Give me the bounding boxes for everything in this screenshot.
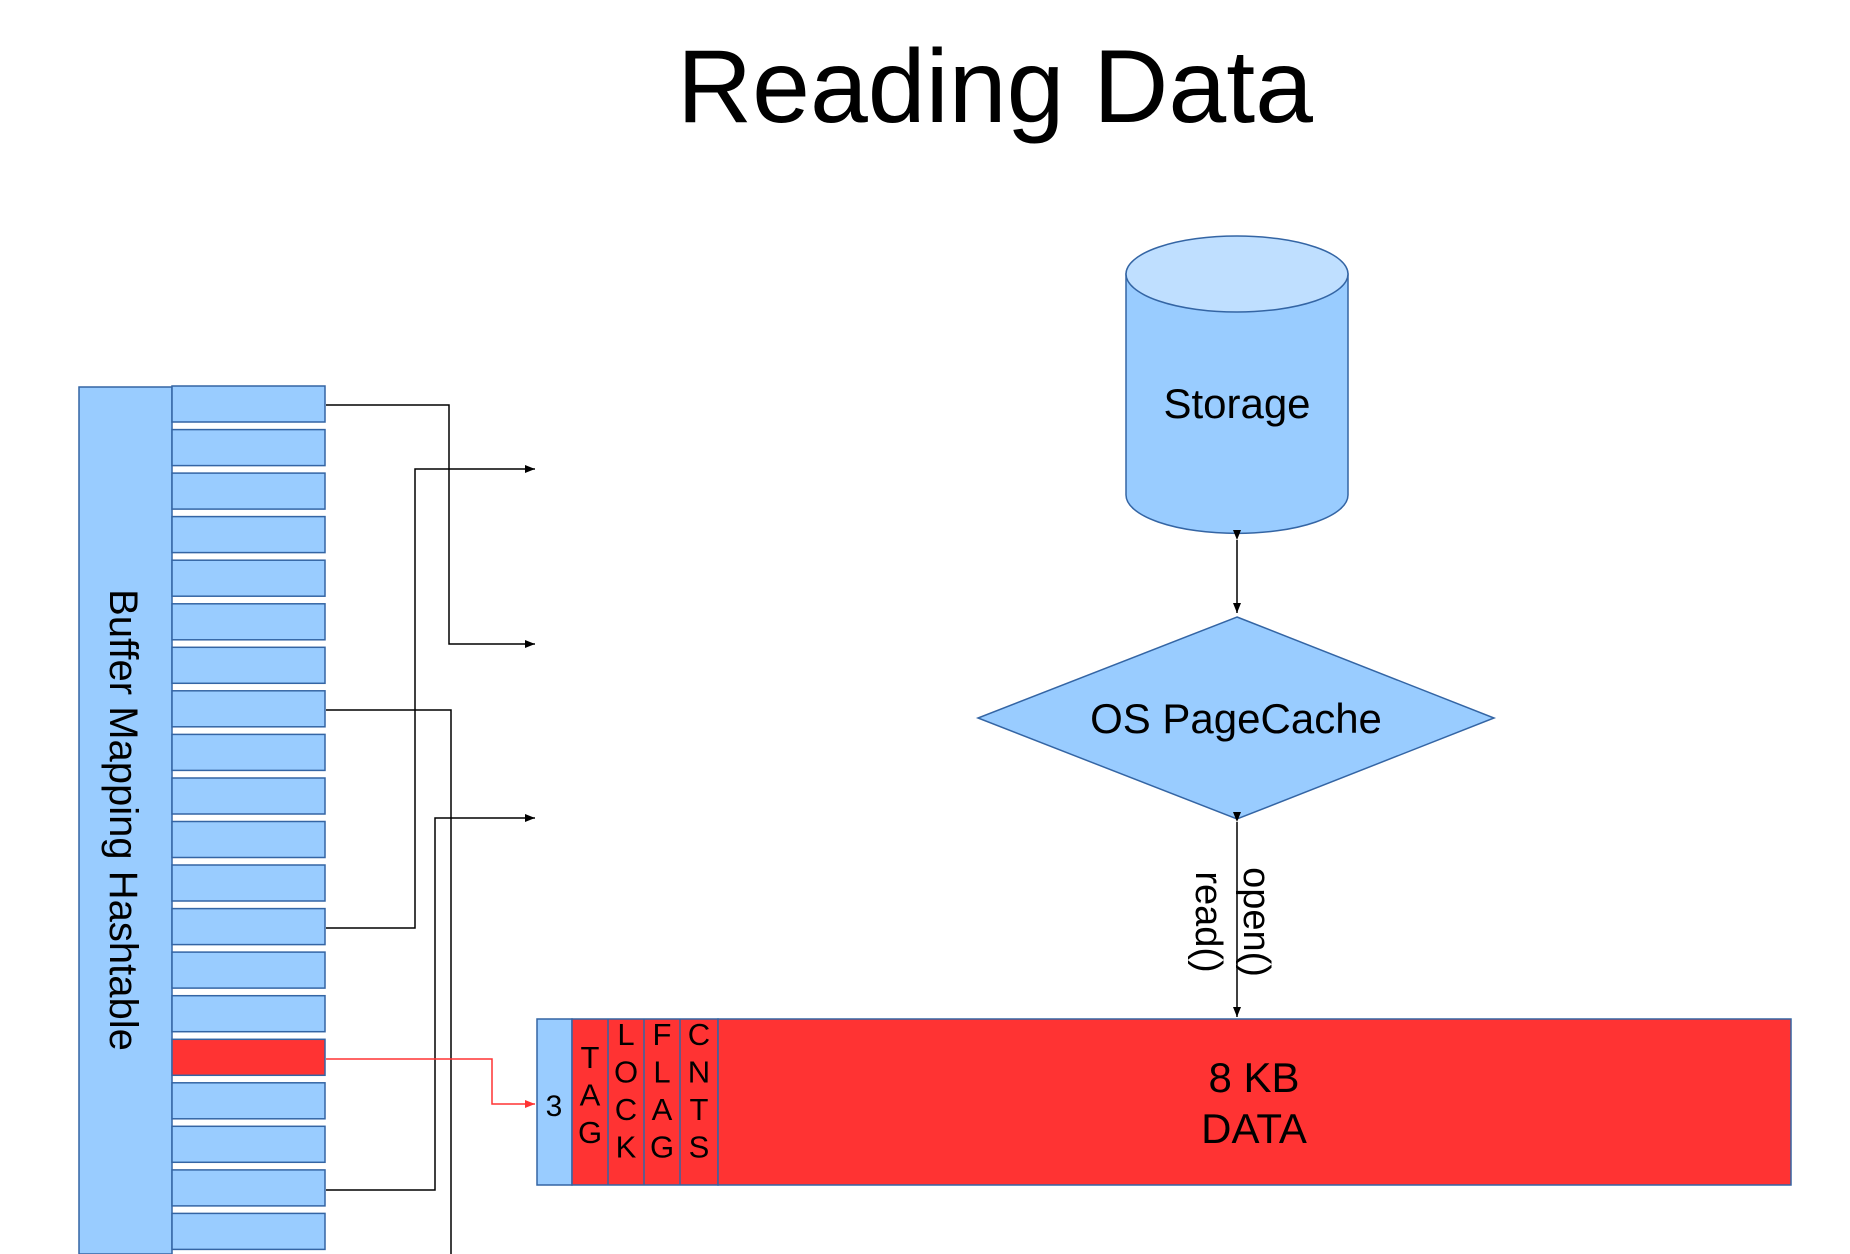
hashtable-slot	[171, 385, 326, 423]
hashtable-slot	[171, 690, 326, 728]
hashtable-slot	[171, 733, 326, 772]
read-syscall-label: read()	[1187, 871, 1229, 972]
cylinder-top	[1125, 235, 1349, 313]
header-field-flags-letter: G	[650, 1130, 674, 1165]
buffer-data-block	[717, 1018, 1792, 1186]
hashtable-slot	[171, 1082, 326, 1120]
hashtable-slot	[171, 472, 326, 510]
connector-line	[326, 814, 535, 1191]
header-field-cnts-letter: T	[690, 1092, 709, 1127]
hashtable-slot	[171, 1169, 326, 1207]
storage-cylinder: Storage	[1125, 235, 1349, 535]
hashtable-slot	[171, 559, 326, 597]
hashtable-slot	[171, 1212, 326, 1251]
hashtable-column	[78, 386, 173, 1254]
hashtable-connectors	[326, 404, 535, 1254]
hashtable-slot	[171, 907, 326, 946]
hashtable-slots	[171, 385, 326, 1251]
buffer-data-label: DATA	[1201, 1105, 1307, 1152]
header-field-tag-letter: A	[580, 1078, 601, 1113]
header-field-cnts-letter: S	[689, 1130, 710, 1165]
header-field-flags-letter: F	[653, 1017, 672, 1052]
os-pagecache: OS PageCache	[975, 616, 1497, 820]
hashtable-slot	[171, 951, 326, 989]
header-field-flags-letter: L	[653, 1055, 670, 1090]
connector-line	[326, 465, 535, 929]
hashtable-slot	[171, 1125, 326, 1164]
hashtable-slot	[171, 603, 326, 641]
header-field-tag-letter: T	[581, 1040, 600, 1075]
open-syscall-label: open()	[1235, 867, 1277, 977]
hashtable-slot	[171, 864, 326, 902]
header-field-cnts-letter: C	[688, 1017, 710, 1052]
header-field-lock-letter: K	[616, 1130, 637, 1165]
header-field-lock-letter: O	[614, 1055, 638, 1090]
pagecache-label: OS PageCache	[1090, 695, 1382, 742]
hashtable-slot	[171, 646, 326, 685]
header-field-lock-letter: L	[617, 1017, 634, 1052]
header-field-tag-letter: G	[578, 1115, 602, 1150]
connector-line	[326, 709, 452, 1254]
buffer-data-size: 8 KB	[1208, 1054, 1299, 1101]
hashtable-label: Buffer Mapping Hashtable	[101, 589, 145, 1051]
cylinder-body	[1125, 273, 1349, 535]
page-title: Reading Data	[677, 29, 1313, 145]
hashtable-slot	[171, 777, 326, 815]
header-field-cnts-letter: N	[688, 1055, 710, 1090]
buffer-id-cell	[536, 1018, 573, 1186]
highlighted-connector	[326, 1058, 535, 1108]
header-field-flags-letter: A	[652, 1092, 673, 1127]
hashtable-slot	[171, 515, 326, 554]
connector-line	[326, 404, 535, 648]
header-field-lock-letter: C	[615, 1092, 637, 1127]
hashtable-slot	[171, 994, 326, 1033]
hashtable-slot	[171, 428, 326, 467]
storage-label: Storage	[1163, 380, 1310, 427]
buffer-header	[571, 1018, 719, 1186]
hashtable-slot-highlighted	[171, 1038, 326, 1077]
hashtable-slot	[171, 820, 326, 859]
buffer-mapping-hashtable: Buffer Mapping Hashtable	[78, 385, 326, 1254]
buffer-id: 3	[546, 1090, 563, 1123]
